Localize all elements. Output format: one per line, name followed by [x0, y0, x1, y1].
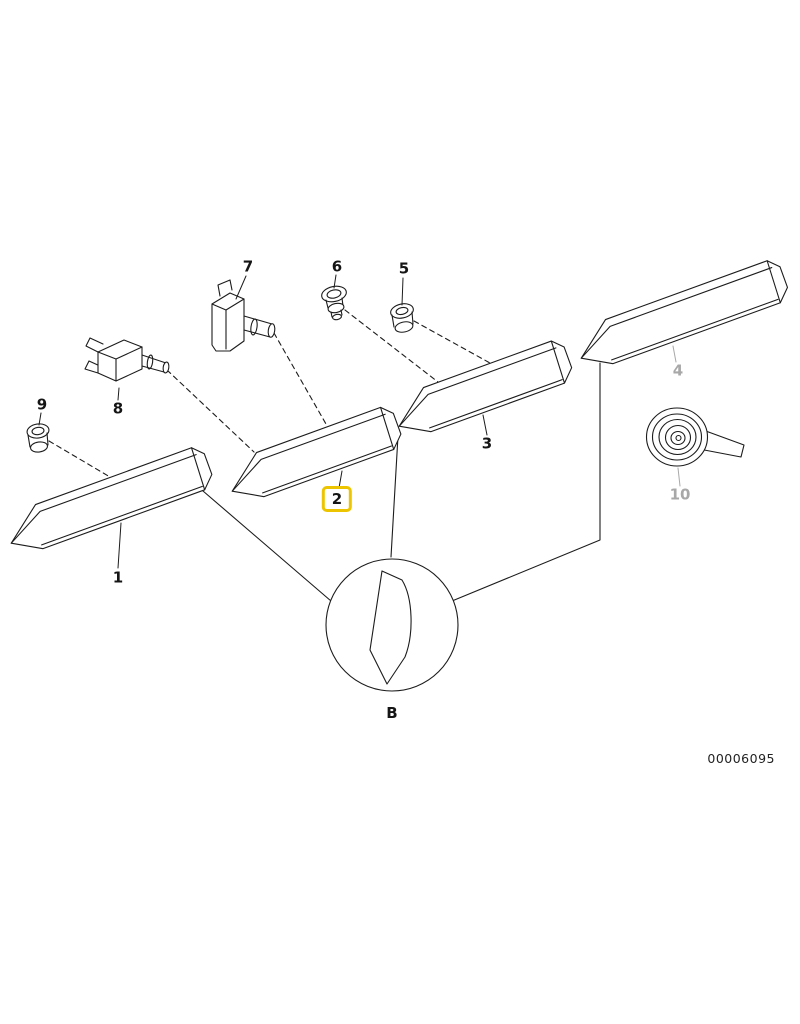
part-label-4[interactable]: 4	[672, 361, 684, 380]
push-pin-6	[321, 285, 347, 321]
part-label-5[interactable]: 5	[398, 259, 410, 278]
part-label-10[interactable]: 10	[669, 485, 691, 504]
detail-label-b: B	[386, 704, 398, 722]
part-label-3[interactable]: 3	[481, 434, 493, 453]
grommet-9	[26, 423, 50, 453]
part-label-7[interactable]: 7	[242, 257, 254, 276]
mounting-clip-8	[84, 337, 170, 382]
molding-strip-1	[10, 447, 213, 550]
mounting-clip-7	[211, 279, 276, 352]
part-label-8[interactable]: 8	[112, 399, 124, 418]
detail-circle-b	[325, 558, 459, 692]
part-2-highlight-box[interactable]: 2	[321, 486, 353, 512]
grommet-5	[390, 303, 414, 333]
molding-strip-2	[231, 406, 402, 498]
label-leader-lines	[38, 274, 681, 569]
tape-roll-10	[645, 407, 745, 467]
dashed-leader-lines	[48, 309, 491, 478]
part-label-1[interactable]: 1	[112, 568, 124, 587]
molding-strip-3	[398, 340, 573, 433]
detail-callout-lines	[202, 362, 601, 602]
part-label-6[interactable]: 6	[331, 257, 343, 276]
part-label-9[interactable]: 9	[36, 395, 48, 414]
part-label-2[interactable]: 2	[321, 486, 353, 512]
molding-strip-4	[580, 260, 789, 365]
doc-number: 00006095	[707, 751, 775, 766]
